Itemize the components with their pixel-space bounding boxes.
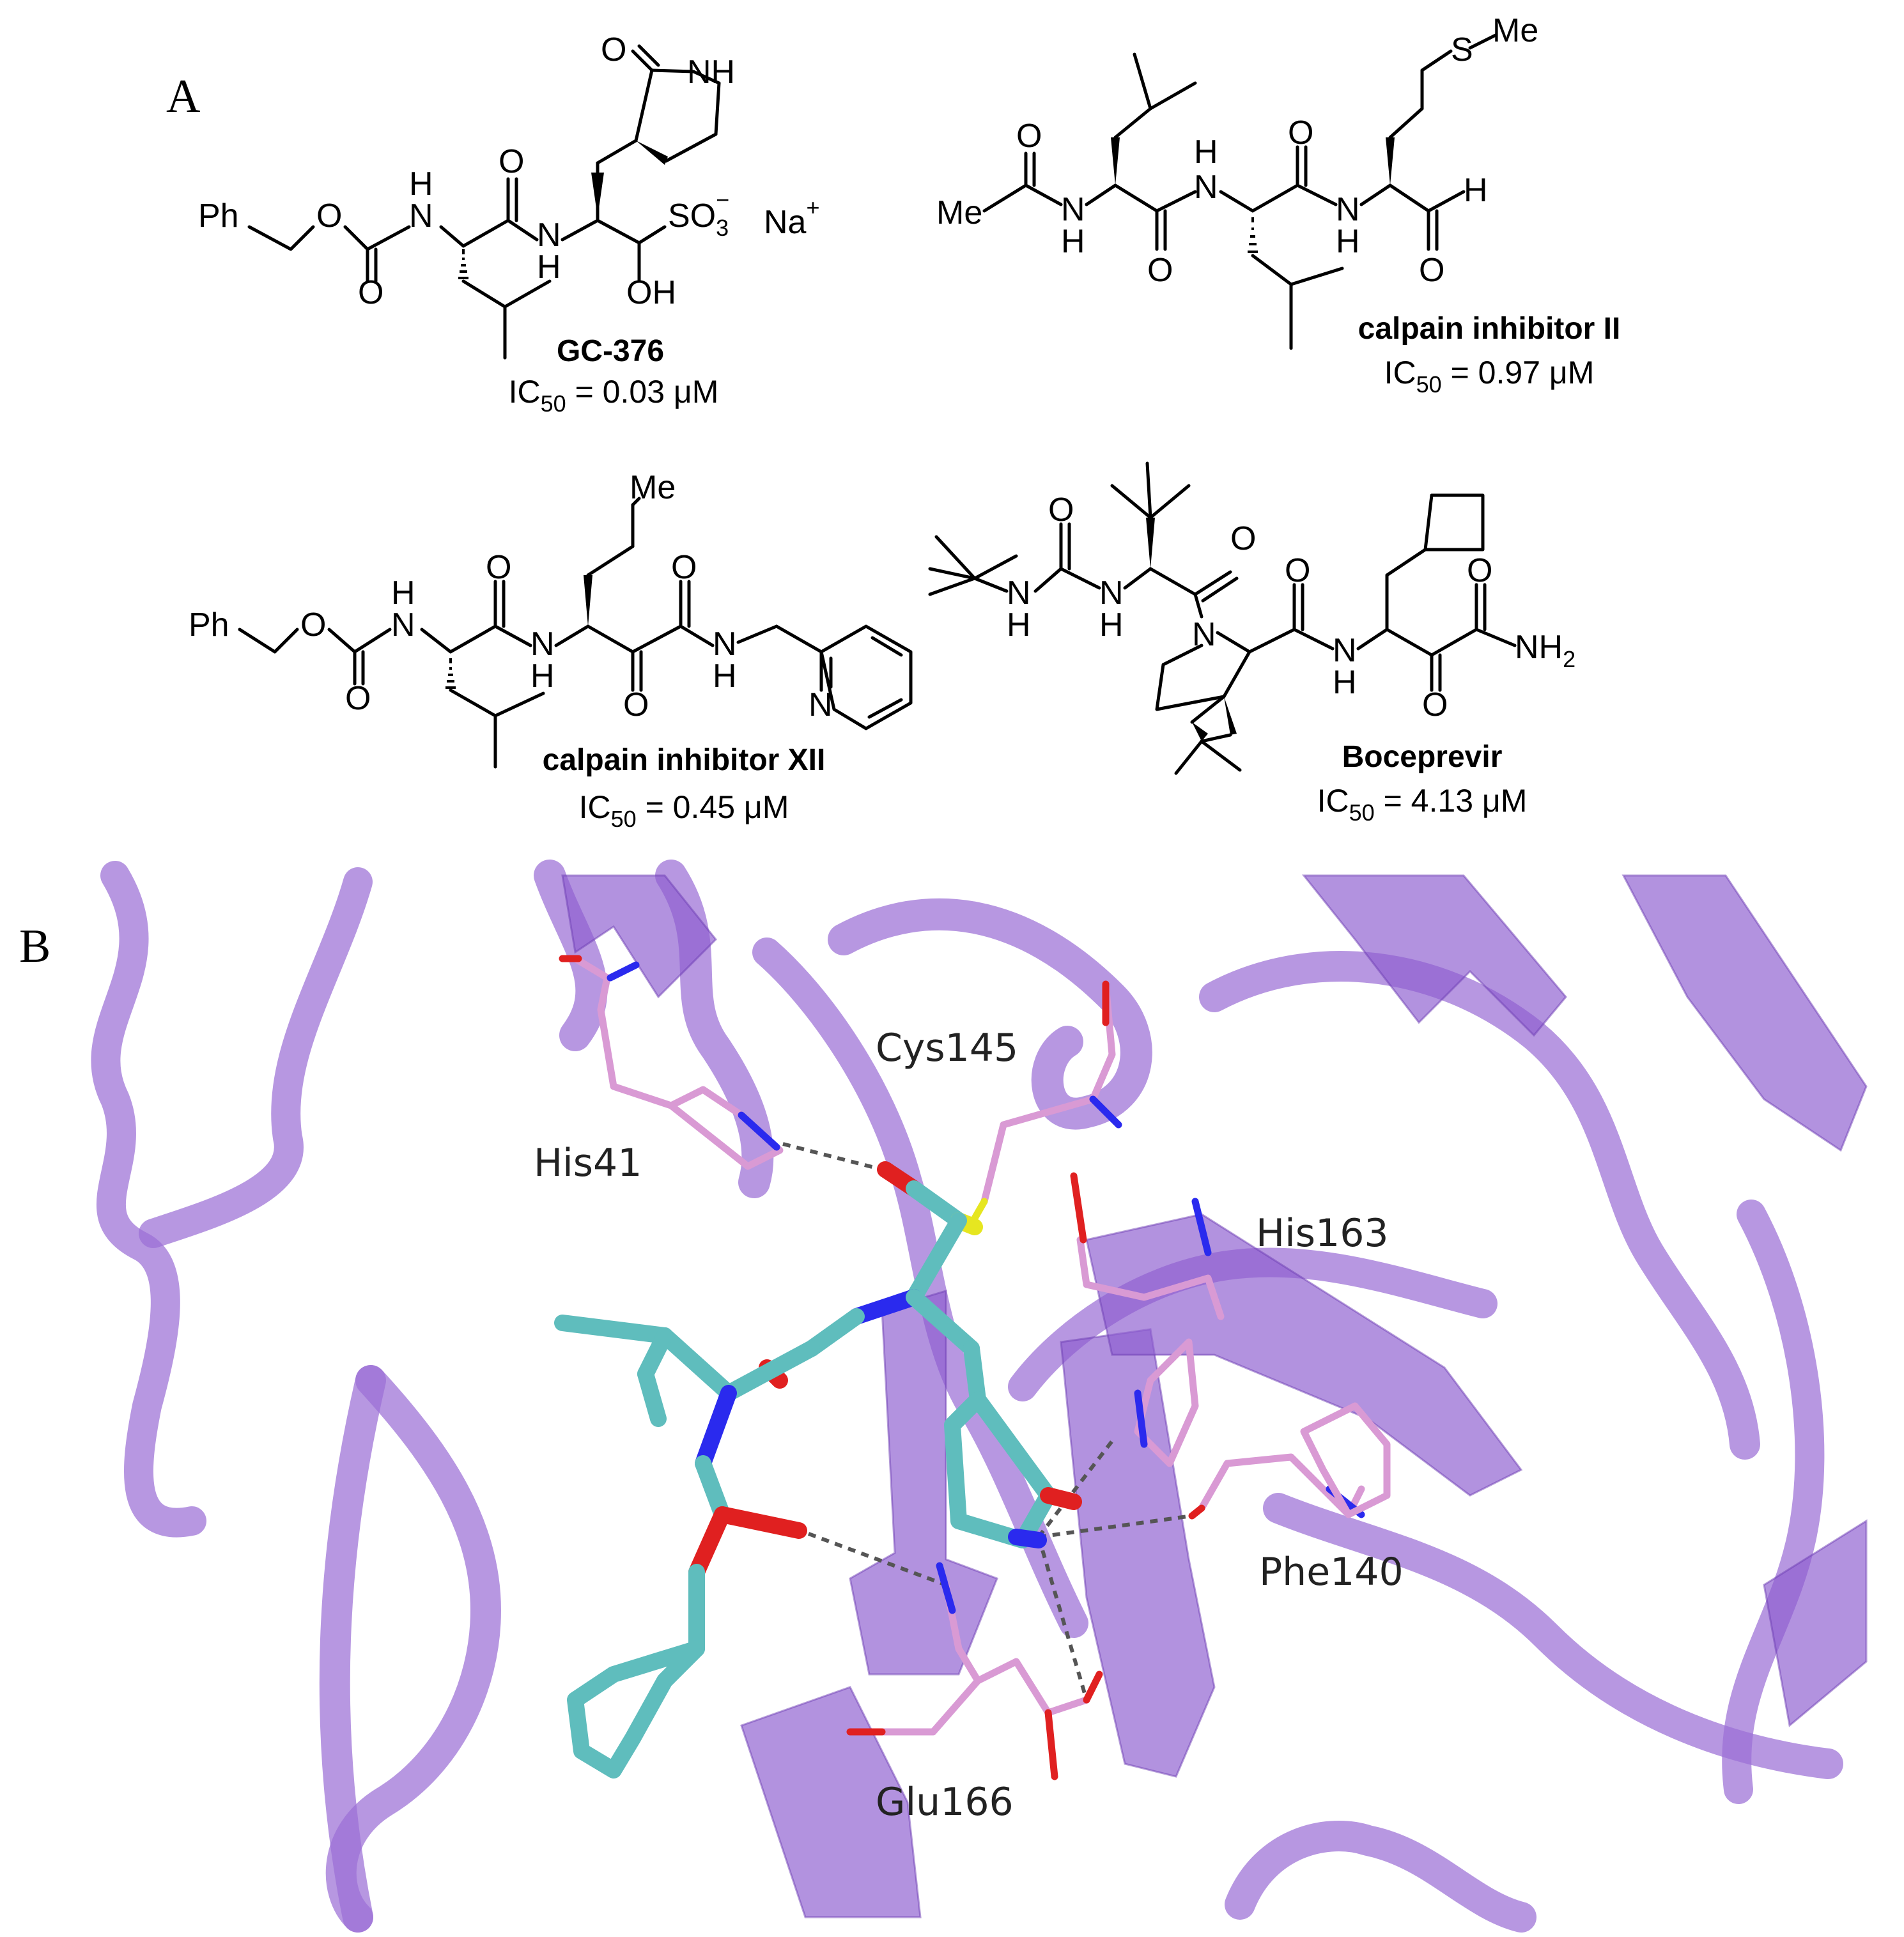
hydrogen-bonds	[782, 1142, 1193, 1701]
residue-label-cys145: Cys145	[876, 1026, 1018, 1070]
cal12-n1: N	[391, 606, 415, 644]
residue-label-his41: His41	[534, 1141, 642, 1185]
cal12-o4: O	[623, 686, 649, 723]
gc376-na: Na+	[764, 194, 820, 241]
cal12-ic50: IC50 = 0.45 μM	[579, 789, 789, 832]
cal2-o1: O	[1016, 118, 1042, 155]
cal12-h2: H	[530, 658, 555, 695]
gc376-o4: O	[601, 31, 626, 68]
boc-h4: H	[1333, 664, 1357, 701]
panel-label-a: A	[166, 70, 200, 123]
boc-n3: N	[1192, 616, 1216, 653]
structure-calpain-ii	[982, 33, 1498, 350]
gc376-o1: O	[316, 197, 342, 235]
boc-o1: O	[1048, 491, 1074, 529]
residue-labels: His41 Cys145 His163 Phe140 Glu166	[534, 1026, 1404, 1825]
boc-o2: O	[1230, 520, 1256, 557]
cal2-n3: N	[1336, 191, 1360, 228]
beta-strand-8	[1763, 1519, 1868, 1727]
residue-label-phe140: Phe140	[1259, 1550, 1404, 1594]
cal2-o4: O	[1419, 252, 1444, 289]
residue-label-his163: His163	[1256, 1211, 1389, 1256]
boc-name: Boceprevir	[1342, 740, 1503, 774]
cal12-o5: O	[671, 549, 697, 586]
boc-h2: H	[1099, 606, 1124, 644]
boc-n4: N	[1333, 632, 1357, 669]
cal2-h3: H	[1336, 223, 1360, 260]
cal12-ph: Ph	[189, 606, 229, 644]
cal12-n-pyridine: N	[809, 686, 833, 723]
gc376-h1: H	[409, 166, 433, 203]
boc-n2: N	[1099, 575, 1124, 612]
gc376-so3: SO3−	[668, 187, 729, 241]
gc376-o3: O	[499, 143, 524, 180]
beta-strand-3	[1621, 874, 1868, 1152]
cal12-n3: N	[713, 626, 737, 663]
beta-strand-1	[561, 874, 718, 999]
beta-strand-5	[1060, 1328, 1216, 1778]
cal2-n2: N	[1194, 169, 1218, 206]
cal12-n2: N	[530, 626, 555, 663]
cal2-h1: H	[1061, 223, 1085, 260]
gc376-h2: H	[537, 249, 561, 286]
structure-gc376	[247, 44, 721, 360]
cal2-me2: Me	[1492, 12, 1538, 49]
cal12-h3: H	[713, 658, 737, 695]
residue-sticks	[559, 955, 1391, 1780]
gc376-oh: OH	[626, 274, 676, 311]
cal12-o1: O	[300, 606, 326, 644]
structure-boceprevir	[928, 461, 1517, 775]
residue-label-glu166: Glu166	[876, 1780, 1014, 1825]
boc-o4: O	[1422, 686, 1448, 723]
gc376-n1: N	[409, 197, 433, 235]
cal12-me: Me	[630, 469, 676, 506]
gc376-n2: N	[537, 217, 561, 254]
cal2-me: Me	[936, 194, 982, 231]
cal2-name: calpain inhibitor II	[1358, 312, 1621, 346]
structure-calpain-xii	[238, 497, 913, 769]
boc-h1: H	[1007, 606, 1031, 644]
beta-strand-6	[740, 1686, 922, 1918]
boc-n1: N	[1007, 575, 1031, 612]
boc-ic50: IC50 = 4.13 μM	[1317, 783, 1528, 826]
gc376-ph: Ph	[198, 197, 239, 235]
cal12-name: calpain inhibitor XII	[543, 743, 826, 777]
cal2-h2: H	[1194, 134, 1218, 171]
cal2-h4: H	[1464, 172, 1488, 209]
gc376-o2: O	[358, 274, 383, 311]
boc-o3: O	[1285, 552, 1310, 589]
gc376-nh: NH	[687, 54, 735, 91]
panel-label-b: B	[19, 920, 50, 973]
cal2-o3: O	[1288, 114, 1313, 151]
boc-o5: O	[1467, 552, 1492, 589]
cal2-o2: O	[1147, 252, 1173, 289]
cal2-ic50: IC50 = 0.97 μM	[1384, 355, 1595, 397]
cal12-o3: O	[486, 549, 511, 586]
cal12-h1: H	[391, 575, 415, 612]
gc376-ic50: IC50 = 0.03 μM	[509, 374, 719, 417]
gc376-name: GC-376	[557, 334, 664, 368]
cal12-o2: O	[345, 680, 371, 717]
cal2-s: S	[1451, 31, 1473, 68]
boc-nh2: NH2	[1515, 629, 1575, 672]
ligand-sticks	[554, 1161, 1082, 1779]
cal2-n1: N	[1061, 191, 1085, 228]
beta-strand-2	[1301, 874, 1567, 1037]
